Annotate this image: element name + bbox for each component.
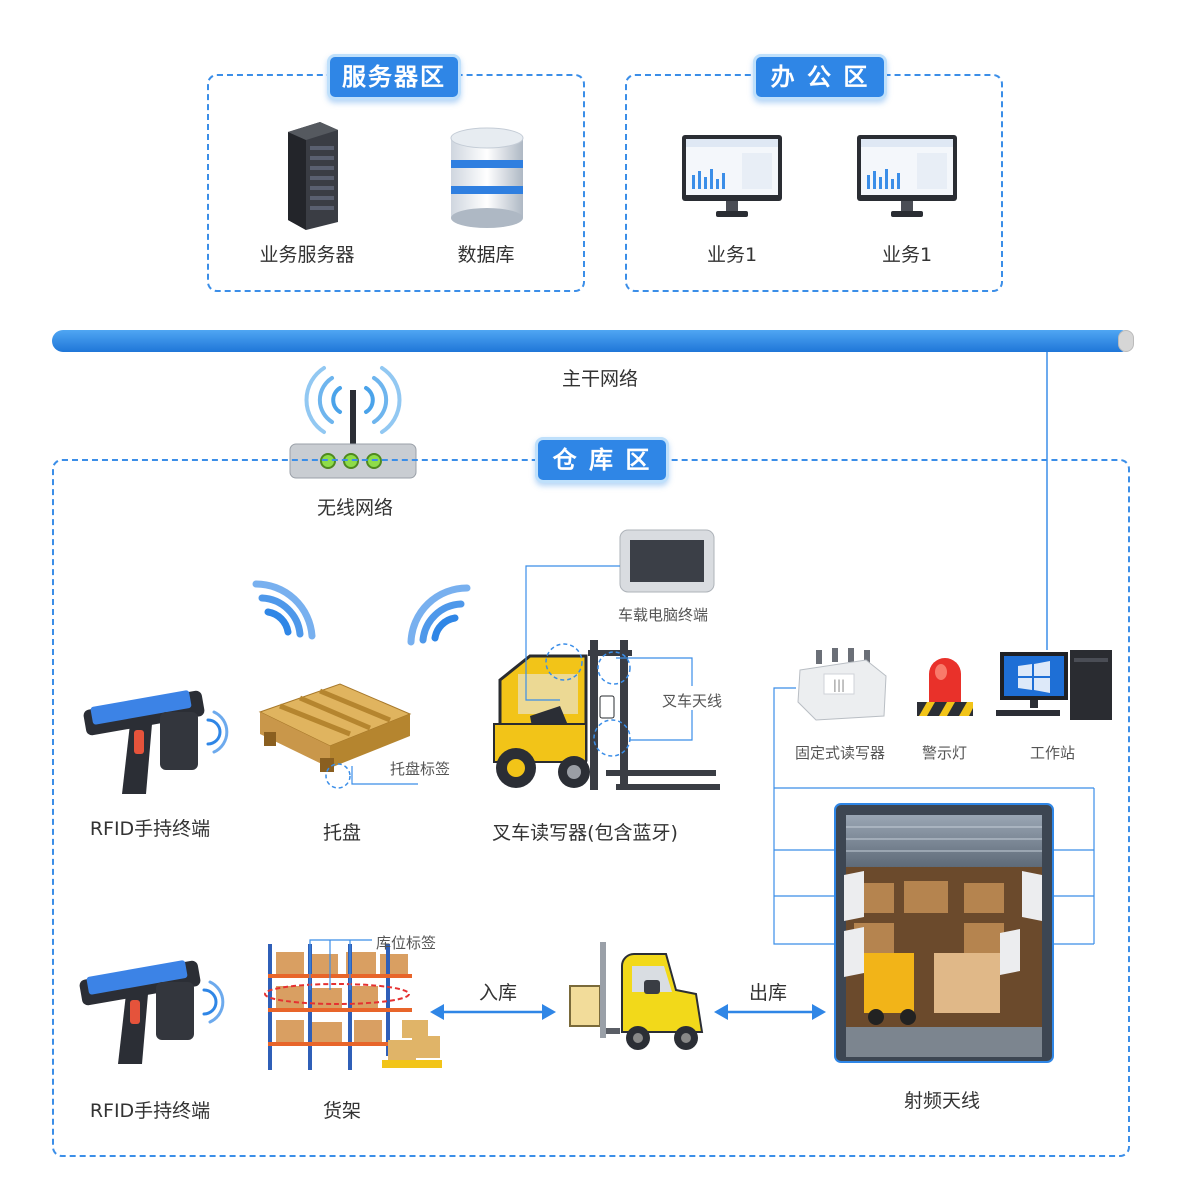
- shelf-label: 货架: [322, 1100, 361, 1122]
- wireless-network-label: 无线网络: [316, 497, 393, 519]
- location-tag-label: 库位标签: [376, 934, 437, 952]
- forklift-reader-label: 叉车读写器(包含蓝牙): [492, 822, 678, 844]
- svg-text:|||: |||: [833, 678, 845, 692]
- rf-antenna-label: 射频天线: [903, 1090, 980, 1112]
- workstation-label: 工作站: [1030, 744, 1076, 762]
- server-rack-icon: [288, 122, 338, 230]
- wireless-router-icon: [289, 366, 417, 479]
- database-icon: [450, 127, 524, 228]
- pallet-icon: [258, 683, 412, 789]
- backbone-network-line: [52, 330, 1132, 352]
- rfid-handheld-2-label: RFID手持终端: [89, 1100, 211, 1122]
- wifi-signal-icon: [252, 580, 316, 640]
- database-label: 数据库: [457, 244, 515, 266]
- alarm-light-label: 警示灯: [922, 744, 968, 762]
- backbone-end-cap: [1118, 330, 1134, 352]
- warehouse-zone-title: 仓 库 区: [535, 437, 669, 483]
- office-zone-title: 办 公 区: [753, 54, 887, 100]
- rf-antenna-gate-icon: [834, 803, 1054, 1063]
- inbound-label: 入库: [478, 982, 517, 1004]
- vehicle-terminal-label: 车载电脑终端: [618, 606, 709, 624]
- business-server-label: 业务服务器: [259, 244, 355, 266]
- fixed-reader-icon: |||: [797, 648, 887, 721]
- alarm-light-icon: [917, 658, 973, 716]
- monitor-icon: [682, 135, 782, 217]
- vehicle-terminal-icon: [619, 529, 715, 593]
- rfid-handheld-icon: [79, 960, 225, 1064]
- pallet-label: 托盘: [322, 822, 361, 844]
- outbound-label: 出库: [748, 982, 787, 1004]
- forklift-icon: [493, 640, 720, 790]
- backbone-label: 主干网络: [561, 368, 638, 390]
- rfid-handheld-icon: [83, 690, 229, 794]
- pallet-tag-label: 托盘标签: [390, 760, 451, 778]
- office-pc-1-label: 业务1: [706, 244, 758, 266]
- forklift-transport-icon: [569, 942, 704, 1050]
- server-zone-title: 服务器区: [327, 54, 461, 100]
- forklift-antenna-label: 叉车天线: [662, 692, 723, 710]
- shelf-icon: [264, 944, 442, 1070]
- office-pc-2-label: 业务1: [881, 244, 933, 266]
- fixed-reader-label: 固定式读写器: [795, 744, 886, 762]
- rfid-handheld-1-label: RFID手持终端: [89, 818, 211, 840]
- workstation-icon: [996, 650, 1112, 720]
- monitor-icon: [857, 135, 957, 217]
- wifi-signal-icon: [407, 584, 471, 646]
